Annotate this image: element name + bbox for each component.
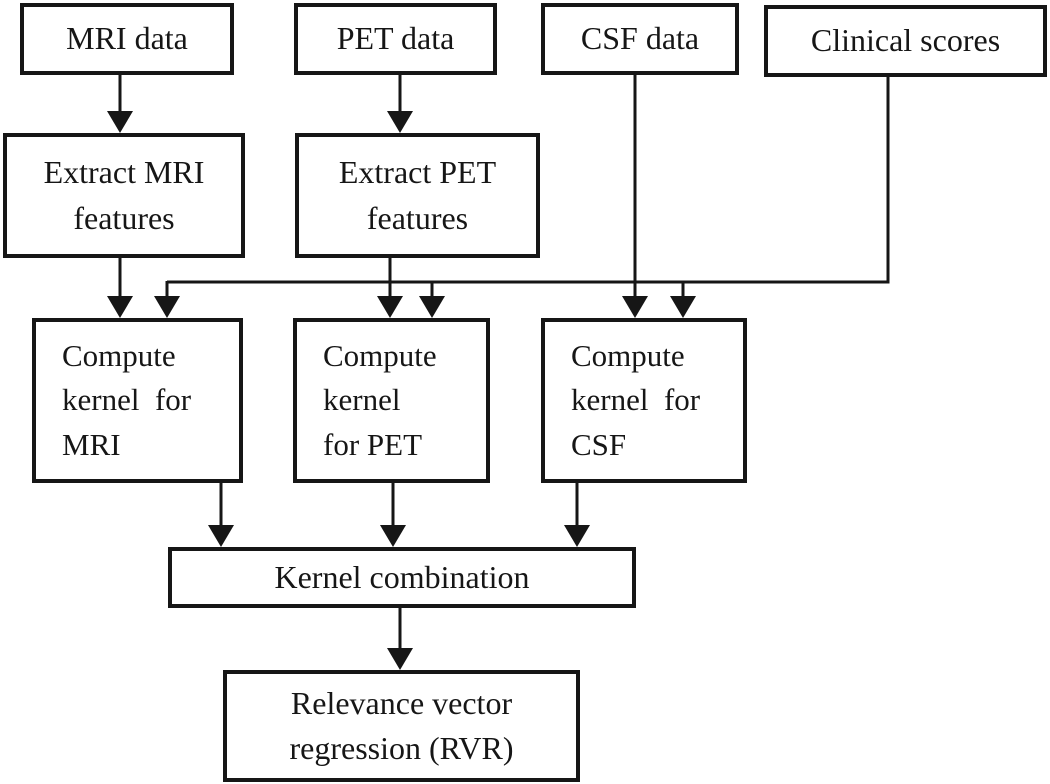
node-mri-data: MRI data [20,3,234,75]
node-compute-kernel-pet: Compute kernel for PET [293,318,490,483]
arrow-pet-to-extract [387,75,413,133]
node-kernel-combination: Kernel combination [168,547,636,608]
node-csf-data: CSF data [541,3,739,75]
node-clinical-scores: Clinical scores [764,5,1047,77]
arrow-mri-to-extract [107,75,133,133]
arrow-clinical-to-kernelcsf [670,282,696,318]
node-extract-pet-features: Extract PET features [295,133,540,258]
node-compute-kernel-csf: Compute kernel for CSF [541,318,747,483]
arrow-kernelpet-to-combination [380,483,406,547]
node-compute-kernel-mri: Compute kernel for MRI [32,318,243,483]
node-relevance-vector-regression: Relevance vector regression (RVR) [223,670,580,782]
node-pet-data: PET data [294,3,497,75]
arrow-kernelcsf-to-combination [564,483,590,547]
arrow-combination-to-rvr [387,608,413,670]
arrow-clinical-to-kernelmri [154,281,180,318]
arrow-extractpet-to-kernelpet [377,258,403,318]
arrow-kernelmri-to-combination [208,483,234,547]
arrow-csf-to-kernelcsf [622,75,648,318]
arrow-clinical-to-kernelpet [419,282,445,318]
node-extract-mri-features: Extract MRI features [3,133,245,258]
arrow-extractmri-to-kernelmri [107,258,133,318]
